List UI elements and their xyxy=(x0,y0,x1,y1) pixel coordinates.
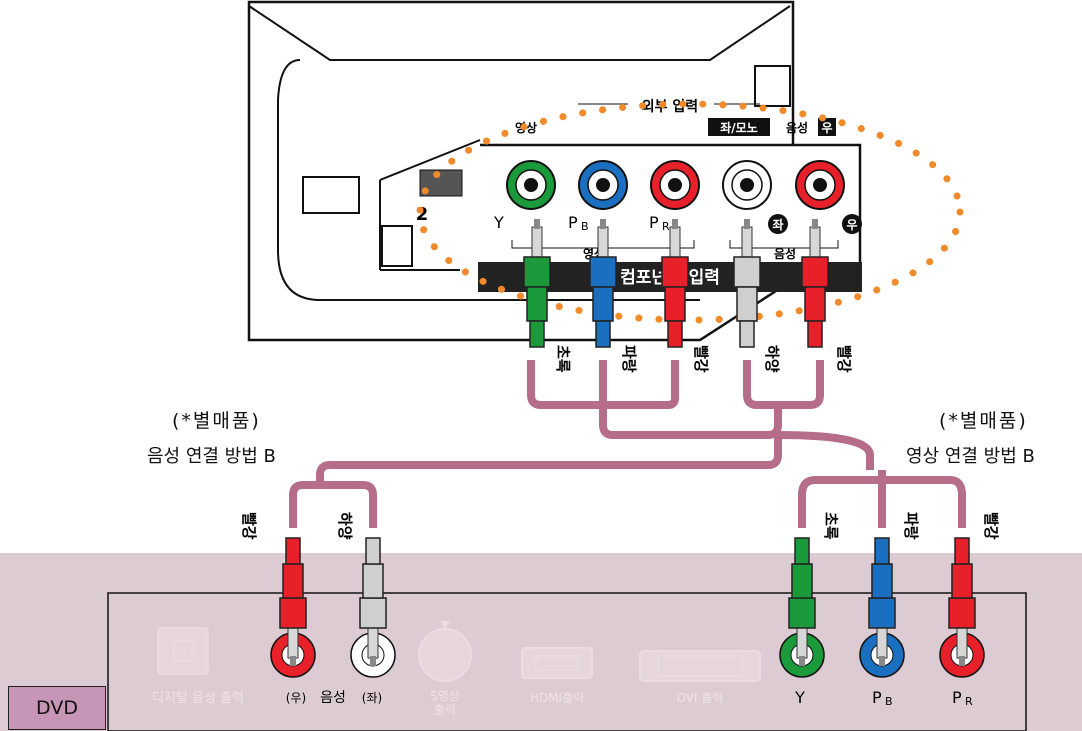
jack-label-y: Y xyxy=(493,213,504,232)
cable-label-white-top: 하양 xyxy=(763,345,781,373)
dvd-left-label: (좌) xyxy=(362,691,382,705)
dvd-r-label: R xyxy=(965,695,973,708)
jack-label-b: B xyxy=(581,220,589,233)
s-video-label-1: S영상 xyxy=(430,689,460,703)
cable-label-blue-right: 파랑 xyxy=(902,512,920,540)
cable-label-green-top: 초록 xyxy=(554,345,572,373)
dvi-out-label: DVI 출력 xyxy=(677,691,724,705)
dvd-panel xyxy=(0,553,1082,731)
s-video-label-2: 출력 xyxy=(434,703,456,717)
right-circle-label: 우 xyxy=(846,218,857,232)
external-input-label: 외부 입력 xyxy=(642,98,698,115)
cable-label-red-left: 빨강 xyxy=(240,512,258,540)
left-circle-label: 좌 xyxy=(772,217,783,232)
tv-jack-y xyxy=(506,160,556,210)
cable-label-red-top: 빨강 xyxy=(692,345,710,373)
dvd-y-label: Y xyxy=(794,688,805,707)
right-small-label: 우 xyxy=(821,121,832,135)
dvd-right-label: (우) xyxy=(286,691,306,705)
jack-label-p2: P xyxy=(649,213,659,232)
left-sold-separately: (*별매품) xyxy=(172,410,261,432)
cable-label-red-right: 빨강 xyxy=(982,512,1000,540)
hdmi-out-label: HDMI출력 xyxy=(530,691,584,705)
audio-small-label: 음성 xyxy=(786,120,808,135)
dvd-badge: DVD xyxy=(8,686,106,730)
tv-jack-audio-right xyxy=(795,160,845,210)
audio-under-label: 음성 xyxy=(774,246,796,261)
jack-label-p1: P xyxy=(568,213,578,232)
cable-bundle xyxy=(289,360,966,528)
cable-label-blue-top: 파랑 xyxy=(620,345,638,373)
tv-body xyxy=(247,0,862,342)
right-sold-separately: (*별매품) xyxy=(939,410,1028,432)
highlight-ring xyxy=(416,100,964,324)
cable-label-white-left: 하양 xyxy=(336,512,354,540)
right-method-label: 영상 연결 방법 B xyxy=(906,446,1035,467)
tv-jack-pr xyxy=(650,160,700,210)
jack-label-r: R xyxy=(662,220,670,233)
cable-label-red-audio-top: 빨강 xyxy=(835,345,853,373)
tv-jack-audio-left xyxy=(722,160,772,210)
dvd-p-label-2: P xyxy=(952,688,962,707)
left-method-label: 음성 연결 방법 B xyxy=(147,446,276,467)
digital-audio-out-label: 디지털 음성 출력 xyxy=(152,691,244,706)
dvd-b-label: B xyxy=(885,695,893,708)
dvd-p-label-1: P xyxy=(872,688,882,707)
tv-jack-pb xyxy=(578,160,628,210)
cable-label-green-right: 초록 xyxy=(822,512,840,540)
tv-jacks xyxy=(506,160,845,210)
dvd-audio-label: 음성 xyxy=(320,690,346,706)
left-mono-label: 좌/모노 xyxy=(720,120,758,135)
